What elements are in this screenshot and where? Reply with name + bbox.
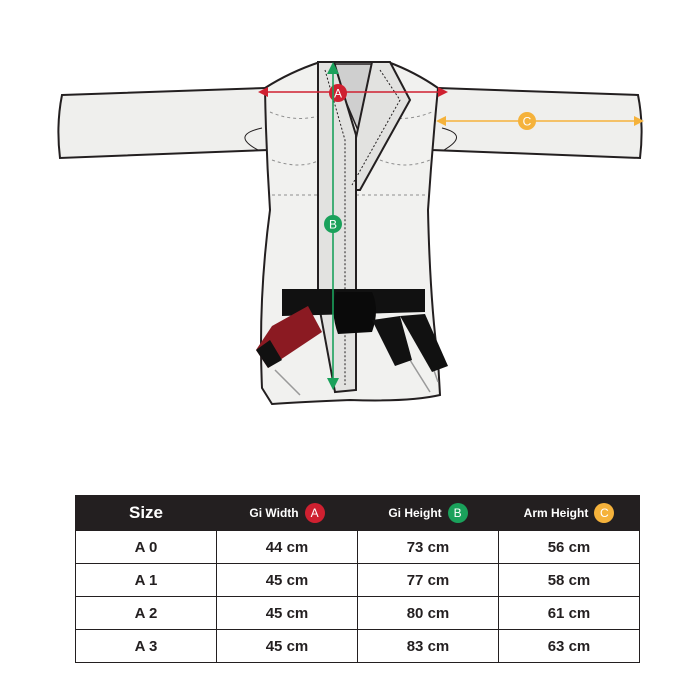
header-gi-height: Gi Height B [357, 495, 499, 531]
header-gi-width-badge: A [304, 503, 325, 523]
belt-tail-right-2 [400, 314, 448, 372]
measure-b-arrow-top [327, 62, 339, 74]
measure-c-arrow-left [436, 116, 446, 126]
cell-gi-width: 45 cm [216, 629, 358, 663]
measure-b-arrow-bottom [327, 378, 339, 390]
header-size: Size [75, 495, 217, 531]
header-arm-height-badge: C [594, 503, 615, 523]
cell-arm-height: 63 cm [498, 629, 640, 663]
gi-illustration: A B C [57, 61, 644, 406]
cell-gi-width: 45 cm [216, 563, 358, 597]
marker-b-icon [324, 215, 342, 233]
header-gi-width-label: Gi Width [249, 506, 299, 520]
cell-arm-height: 56 cm [498, 530, 640, 564]
measure-a-arrow-left [258, 87, 268, 97]
table-row: A 0 44 cm 73 cm 56 cm [75, 530, 640, 564]
cell-size: A 0 [75, 530, 217, 564]
size-table: Size Gi Width A Gi Height B Arm Height C A … [75, 495, 640, 663]
size-table-header-row: Size Gi Width A Gi Height B Arm Height C [75, 495, 640, 531]
header-arm-height: Arm Height C [498, 495, 640, 531]
cell-arm-height: 61 cm [498, 596, 640, 630]
table-row: A 1 45 cm 77 cm 58 cm [75, 563, 640, 597]
header-gi-height-badge: B [447, 503, 468, 523]
marker-a-label: A [334, 87, 342, 101]
belt-knot [333, 292, 376, 334]
marker-c-label: C [523, 115, 532, 129]
header-gi-height-label: Gi Height [388, 506, 442, 520]
header-arm-height-label: Arm Height [523, 506, 589, 520]
cell-size: A 1 [75, 563, 217, 597]
cell-gi-height: 73 cm [357, 530, 499, 564]
cell-gi-height: 77 cm [357, 563, 499, 597]
belt-tail-right [372, 316, 412, 366]
belt-tail-left-end [256, 340, 282, 368]
sleeve-seam-lines [244, 127, 457, 151]
marker-c-icon [518, 112, 536, 130]
cell-gi-height: 83 cm [357, 629, 499, 663]
cell-gi-width: 45 cm [216, 596, 358, 630]
measure-a-arrow-right [438, 87, 448, 97]
cell-gi-width: 44 cm [216, 530, 358, 564]
cell-arm-height: 58 cm [498, 563, 640, 597]
cell-size: A 2 [75, 596, 217, 630]
cell-size: A 3 [75, 629, 217, 663]
header-size-label: Size [128, 503, 164, 522]
right-sleeve [430, 86, 643, 160]
cell-gi-height: 80 cm [357, 596, 499, 630]
table-row: A 3 45 cm 83 cm 63 cm [75, 629, 640, 663]
left-sleeve [57, 86, 270, 160]
measure-c-arrow-right [634, 116, 644, 126]
marker-b-label: B [329, 218, 337, 232]
table-row: A 2 45 cm 80 cm 61 cm [75, 596, 640, 630]
header-gi-width: Gi Width A [216, 495, 358, 531]
